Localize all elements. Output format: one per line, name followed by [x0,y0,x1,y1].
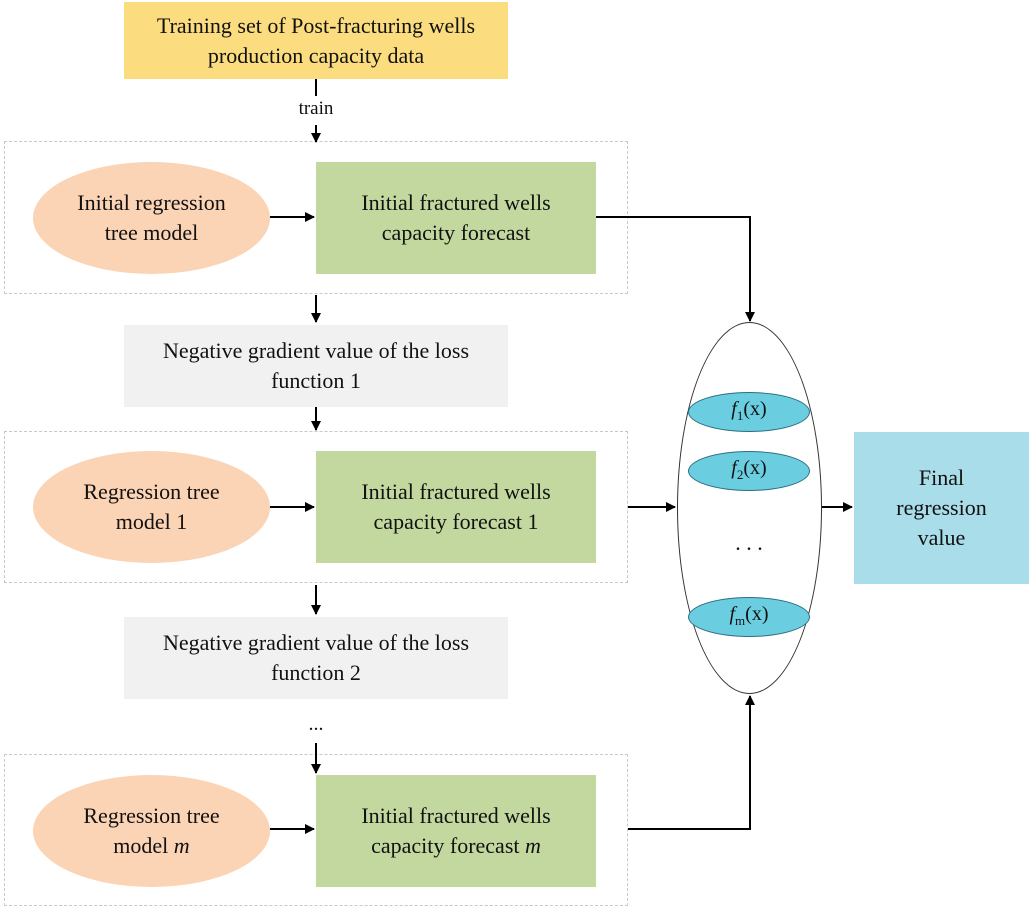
train-label: train [298,98,334,119]
f2-func: f [731,456,737,479]
regression-tree-model-1: Regression tree model 1 [33,451,270,563]
final-line3: value [917,525,966,550]
ensemble-ellipse [677,322,822,694]
f2-arg: (x) [743,456,767,479]
stage1-to-ensemble-arrow [596,216,755,322]
f2-sub: 2 [736,466,744,482]
capacity-forecast-box-m: Initial fractured wells capacity forecas… [316,775,596,887]
stage3-model-line2-prefix: model [113,833,174,858]
stage2-group [4,431,628,583]
capacity-forecast-box-1: Initial fractured wells capacity forecas… [316,451,596,563]
f1-ellipse: f1(x) [688,392,810,432]
final-line2: regression [896,495,987,520]
ensemble-dots: . . . [735,530,763,555]
stage3-model-line2: model m [83,831,219,861]
training-set-line2: production capacity data [207,42,425,68]
stage3-model-line1: Regression tree [83,803,220,828]
stage3-forecast-line1: Initial fractured wells [361,803,551,828]
initial-regression-tree-model: Initial regression tree model [33,162,270,274]
fm-ellipse: fm(x) [688,597,810,637]
stage3-model-line2-var: m [173,833,190,858]
stage1-forecast-line1: Initial fractured wells [361,190,551,215]
negative-gradient-box-2: Negative gradient value of the loss func… [124,617,508,699]
gradient1-line2: function 1 [271,368,361,393]
stage2-forecast-line2: capacity forecast 1 [373,509,539,534]
stage3-forecast-line2-var: m [525,833,541,858]
stage2-forecast-line1: Initial fractured wells [361,479,551,504]
stage1-model-line2: tree model [104,220,199,245]
gradient2-line1: Negative gradient value of the loss [162,630,470,655]
f1-arg: (x) [743,397,767,420]
vertical-ellipsis: ... [308,713,324,735]
fm-arg: (x) [745,602,769,625]
fm-func: f [729,602,736,625]
training-set-box: Training set of Post-fracturing wells pr… [124,2,508,79]
stage3-forecast-line2: capacity forecast m [361,831,550,861]
stage3-forecast-line2-prefix: capacity forecast [371,833,525,858]
final-regression-value-box: Final regression value [854,432,1029,584]
final-line1: Final [918,465,965,490]
f2-ellipse: f2(x) [688,451,810,491]
training-set-line1: Training set of Post-fracturing wells [156,12,476,38]
stage3-to-ensemble-arrow [628,695,755,830]
stage1-model-line1: Initial regression [77,190,226,215]
stage1-forecast-line2: capacity forecast [381,220,531,245]
negative-gradient-box-1: Negative gradient value of the loss func… [124,325,508,407]
stage2-model-line1: Regression tree [83,479,220,504]
stage2-model-line2: model 1 [115,509,188,534]
gradient2-line2: function 2 [271,660,361,685]
regression-tree-model-m: Regression tree model m [33,775,270,887]
f1-sub: 1 [736,407,744,423]
fm-sub: m [735,612,746,628]
initial-capacity-forecast-box: Initial fractured wells capacity forecas… [316,162,596,274]
gradient1-line1: Negative gradient value of the loss [162,338,470,363]
f1-func: f [731,397,737,420]
